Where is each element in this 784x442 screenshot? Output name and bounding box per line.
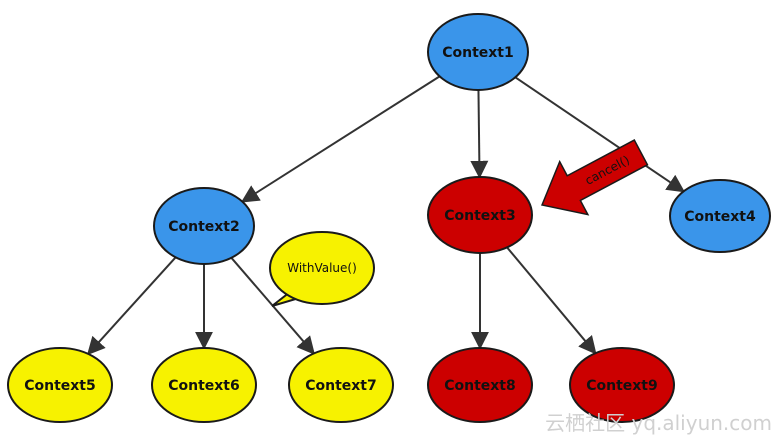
node-context9: Context9	[569, 347, 675, 423]
node-context5: Context5	[7, 347, 113, 423]
node-label-context3: Context3	[444, 208, 516, 224]
node-ellipse-context6	[151, 347, 257, 423]
node-ellipse-context8	[427, 347, 533, 423]
node-context7: Context7	[288, 347, 394, 423]
node-label-context7: Context7	[305, 378, 377, 394]
node-label-context8: Context8	[444, 378, 516, 394]
edge-context2-to-context5	[86, 256, 177, 356]
with-value-callout: WithValue()	[269, 231, 375, 307]
node-context1: Context1	[427, 13, 529, 91]
node-ellipse-context1	[427, 13, 529, 91]
cancel-arrow-shape	[540, 139, 649, 216]
node-label-context5: Context5	[24, 378, 96, 394]
edge-context1-to-context4	[514, 76, 686, 193]
node-ellipse-context9	[569, 347, 675, 423]
node-label-context1: Context1	[442, 45, 514, 61]
node-label-context9: Context9	[586, 378, 658, 394]
node-ellipse-context4	[669, 179, 771, 253]
node-label-context2: Context2	[168, 219, 240, 235]
node-label-context6: Context6	[168, 378, 240, 394]
edge-context1-to-context2	[240, 75, 441, 203]
node-label-context4: Context4	[684, 209, 756, 225]
node-ellipse-context5	[7, 347, 113, 423]
callout-bubble	[269, 231, 375, 305]
node-ellipse-context3	[427, 176, 533, 254]
node-context3: Context3	[427, 176, 533, 254]
callout-label: WithValue()	[287, 261, 357, 275]
node-context6: Context6	[151, 347, 257, 423]
edge-context1-to-context3	[470, 89, 489, 179]
node-context8: Context8	[427, 347, 533, 423]
cancel-arrow: cancel()	[540, 139, 649, 216]
node-context2: Context2	[153, 187, 255, 265]
edge-context3-to-context9	[506, 246, 597, 355]
node-ellipse-context7	[288, 347, 394, 423]
node-context4: Context4	[669, 179, 771, 253]
watermark: 云栖社区 yq.aliyun.com	[545, 411, 772, 435]
node-ellipse-context2	[153, 187, 255, 265]
